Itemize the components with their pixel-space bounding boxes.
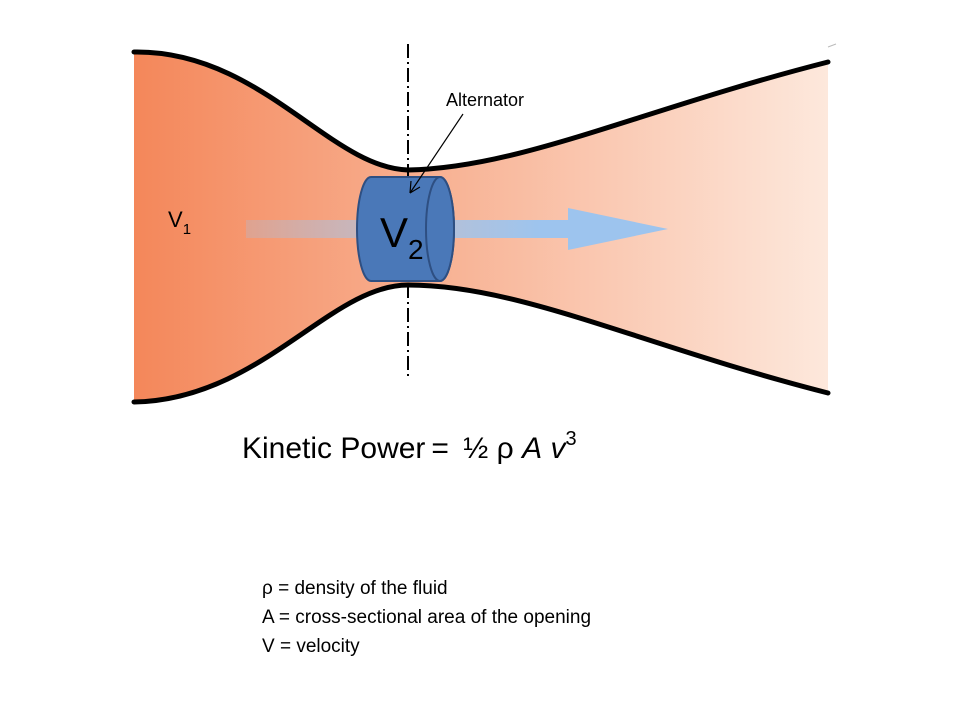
formula-rho: ρ (496, 432, 514, 465)
venturi-diagram: V2 V1 Alternator (131, 43, 837, 405)
formula-equals: = (431, 432, 449, 465)
top-right-edge (827, 43, 837, 48)
alternator (356, 176, 455, 282)
alternator-label: Alternator (446, 90, 524, 110)
formula-velocity: v (550, 432, 566, 465)
v1-subscript: 1 (183, 221, 191, 238)
alternator-pointer-line (409, 113, 464, 194)
v1-symbol: V (168, 207, 183, 232)
variable-legend: ρ = density of the fluid A = cross-secti… (262, 574, 591, 661)
formula-exponent: 3 (565, 428, 577, 450)
formula-lhs: Kinetic Power (242, 432, 426, 465)
alternator-end-cap (425, 176, 455, 282)
legend-density: ρ = density of the fluid (262, 578, 448, 599)
alternator-pointer-head (409, 180, 421, 194)
v2-subscript: 2 (408, 234, 424, 265)
kinetic-power-formula: Kinetic Power= ½ ρ A v3 (242, 428, 577, 466)
v2-symbol: V (380, 209, 408, 256)
v1-label: V1 (168, 207, 191, 238)
legend-area: A = cross-sectional area of the opening (262, 607, 592, 628)
legend-velocity: V = velocity (262, 636, 360, 657)
formula-area: A (522, 432, 543, 465)
flow-arrow (246, 208, 668, 250)
formula-half: ½ (463, 432, 489, 465)
v2-label: V2 (380, 209, 424, 265)
